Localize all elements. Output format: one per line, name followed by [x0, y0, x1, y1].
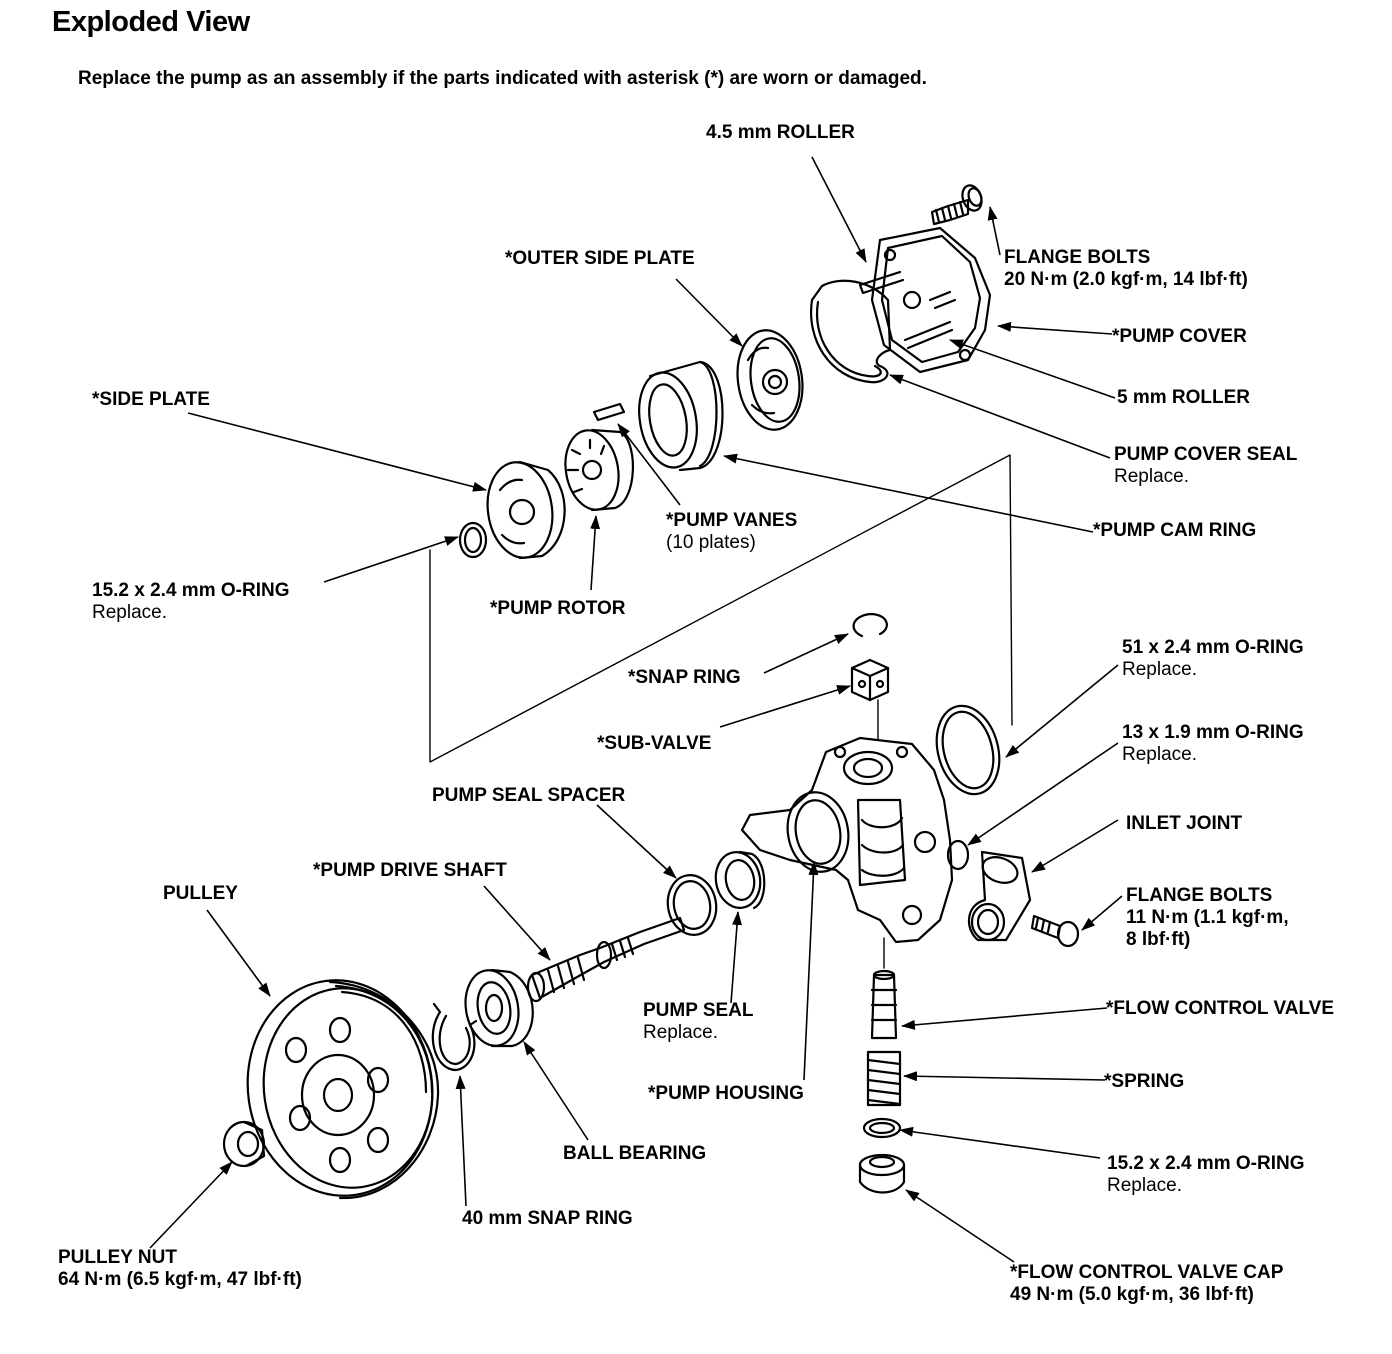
- label-pump-seal-note: Replace.: [643, 1022, 718, 1043]
- pulley-part: [246, 979, 440, 1200]
- label-ball-bearing: BALL BEARING: [563, 1143, 707, 1164]
- oring-152-bottom-inner: [868, 1121, 896, 1135]
- label-flow-control-valve: *FLOW CONTROL VALVE: [1106, 998, 1334, 1019]
- ball-bearing-part: [464, 968, 534, 1048]
- label-sub-valve: *SUB-VALVE: [597, 733, 712, 754]
- label-oring-152-top: 15.2 x 2.4 mm O-RING Replace.: [92, 580, 289, 624]
- label-flange-bolts-side-torque-2: 8 lbf·ft): [1126, 929, 1191, 950]
- label-oring-13-note: Replace.: [1122, 744, 1197, 765]
- label-pump-seal: PUMP SEAL Replace.: [643, 1000, 754, 1044]
- label-pulley-nut-torque: 64 N·m (6.5 kgf·m, 47 lbf·ft): [58, 1269, 302, 1290]
- label-pump-drive-shaft: *PUMP DRIVE SHAFT: [313, 860, 507, 881]
- label-pump-cover-seal: PUMP COVER SEAL Replace.: [1114, 444, 1297, 488]
- sub-valve-part: [850, 658, 890, 702]
- label-pump-seal-spacer: PUMP SEAL SPACER: [432, 785, 626, 806]
- oring-51-part: [935, 704, 1001, 796]
- oring-152-top-part: [458, 521, 488, 559]
- flange-bolt-side-part: [1030, 914, 1080, 948]
- label-pump-cam-ring: *PUMP CAM RING: [1093, 520, 1257, 541]
- spring-part: [866, 1050, 902, 1107]
- label-oring-152-bottom-name: 15.2 x 2.4 mm O-RING: [1107, 1153, 1305, 1174]
- oring-152-top-inner: [463, 526, 483, 554]
- label-oring-13: 13 x 1.9 mm O-RING Replace.: [1122, 722, 1304, 766]
- pump-cam-ring-part: [638, 360, 724, 472]
- inlet-joint-part: [968, 850, 1032, 942]
- pump-seal-spacer-inner: [672, 880, 712, 930]
- label-pump-housing: *PUMP HOUSING: [648, 1083, 804, 1104]
- label-pump-vanes-name: *PUMP VANES: [666, 510, 798, 531]
- label-oring-152-top-name: 15.2 x 2.4 mm O-RING: [92, 580, 290, 601]
- label-oring-13-name: 13 x 1.9 mm O-RING: [1122, 722, 1304, 743]
- label-pump-rotor: *PUMP ROTOR: [490, 598, 626, 619]
- pump-housing-part: [740, 736, 954, 944]
- label-flow-control-valve-cap-name: *FLOW CONTROL VALVE CAP: [1010, 1262, 1284, 1283]
- snap-ring-40-part: [431, 1002, 478, 1072]
- label-side-plate: *SIDE PLATE: [92, 389, 210, 410]
- label-flow-control-valve-cap: *FLOW CONTROL VALVE CAP 49 N·m (5.0 kgf·…: [1010, 1262, 1283, 1306]
- label-flange-bolts-side-name: FLANGE BOLTS: [1126, 885, 1273, 906]
- label-pump-cover-seal-name: PUMP COVER SEAL: [1114, 444, 1298, 465]
- label-oring-51-name: 51 x 2.4 mm O-RING: [1122, 637, 1304, 658]
- label-pump-vanes-note: (10 plates): [666, 532, 756, 553]
- label-oring-152-top-note: Replace.: [92, 602, 167, 623]
- pump-vane-part: [592, 402, 626, 422]
- label-roller-5: 5 mm ROLLER: [1117, 387, 1251, 408]
- pump-drive-shaft-part: [526, 916, 686, 1003]
- label-oring-51-note: Replace.: [1122, 659, 1197, 680]
- label-flange-bolts-top-torque: 20 N·m (2.0 kgf·m, 14 lbf·ft): [1004, 269, 1248, 290]
- flow-control-valve-part: [870, 969, 898, 1040]
- label-pump-cover: *PUMP COVER: [1112, 326, 1247, 347]
- label-flange-bolts-side: FLANGE BOLTS 11 N·m (1.1 kgf·m, 8 lbf·ft…: [1126, 885, 1289, 951]
- label-snap-ring-40: 40 mm SNAP RING: [462, 1208, 633, 1229]
- oring-51-inner: [941, 710, 995, 790]
- snap-ring-40-inner: [438, 1014, 471, 1066]
- side-plate-part: [486, 460, 566, 560]
- label-outer-side-plate: *OUTER SIDE PLATE: [505, 248, 695, 269]
- label-pump-cover-seal-note: Replace.: [1114, 466, 1189, 487]
- pump-seal-part: [714, 850, 766, 910]
- page-subtitle: Replace the pump as an assembly if the p…: [78, 68, 927, 89]
- flow-control-valve-cap-part: [858, 1153, 906, 1194]
- snap-ring-part: [852, 612, 888, 638]
- label-oring-152-bottom-note: Replace.: [1107, 1175, 1182, 1196]
- label-oring-51: 51 x 2.4 mm O-RING Replace.: [1122, 637, 1304, 681]
- flange-bolt-top-part: [930, 184, 983, 226]
- label-pump-seal-name: PUMP SEAL: [643, 1000, 754, 1021]
- pump-rotor-part: [564, 428, 635, 512]
- label-flange-bolts-top: FLANGE BOLTS 20 N·m (2.0 kgf·m, 14 lbf·f…: [1004, 247, 1248, 291]
- label-pulley: PULLEY: [163, 883, 238, 904]
- label-snap-ring: *SNAP RING: [628, 667, 741, 688]
- pulley-nut-part: [222, 1120, 266, 1168]
- label-pump-vanes: *PUMP VANES (10 plates): [666, 510, 797, 554]
- pump-seal-spacer-part: [666, 874, 718, 936]
- label-pulley-nut-name: PULLEY NUT: [58, 1247, 177, 1268]
- pump-cover-seal-part: [810, 279, 892, 384]
- oring-13-part: [946, 839, 970, 871]
- label-pulley-nut: PULLEY NUT 64 N·m (6.5 kgf·m, 47 lbf·ft): [58, 1247, 302, 1291]
- label-oring-152-bottom: 15.2 x 2.4 mm O-RING Replace.: [1107, 1153, 1304, 1197]
- label-flange-bolts-side-torque-1: 11 N·m (1.1 kgf·m,: [1126, 907, 1289, 928]
- pump-cover-part: [858, 226, 992, 374]
- label-flow-control-valve-cap-torque: 49 N·m (5.0 kgf·m, 36 lbf·ft): [1010, 1284, 1254, 1305]
- label-roller-45: 4.5 mm ROLLER: [706, 122, 855, 143]
- outer-side-plate-part: [736, 329, 804, 431]
- label-flange-bolts-top-name: FLANGE BOLTS: [1004, 247, 1151, 268]
- label-inlet-joint: INLET JOINT: [1126, 813, 1243, 834]
- valve-axis-lines: [877, 699, 885, 969]
- leader-lines: [149, 156, 1123, 1263]
- label-spring: *SPRING: [1104, 1071, 1185, 1092]
- page-title: Exploded View: [52, 6, 250, 38]
- axis-guide-lines: [429, 454, 1013, 763]
